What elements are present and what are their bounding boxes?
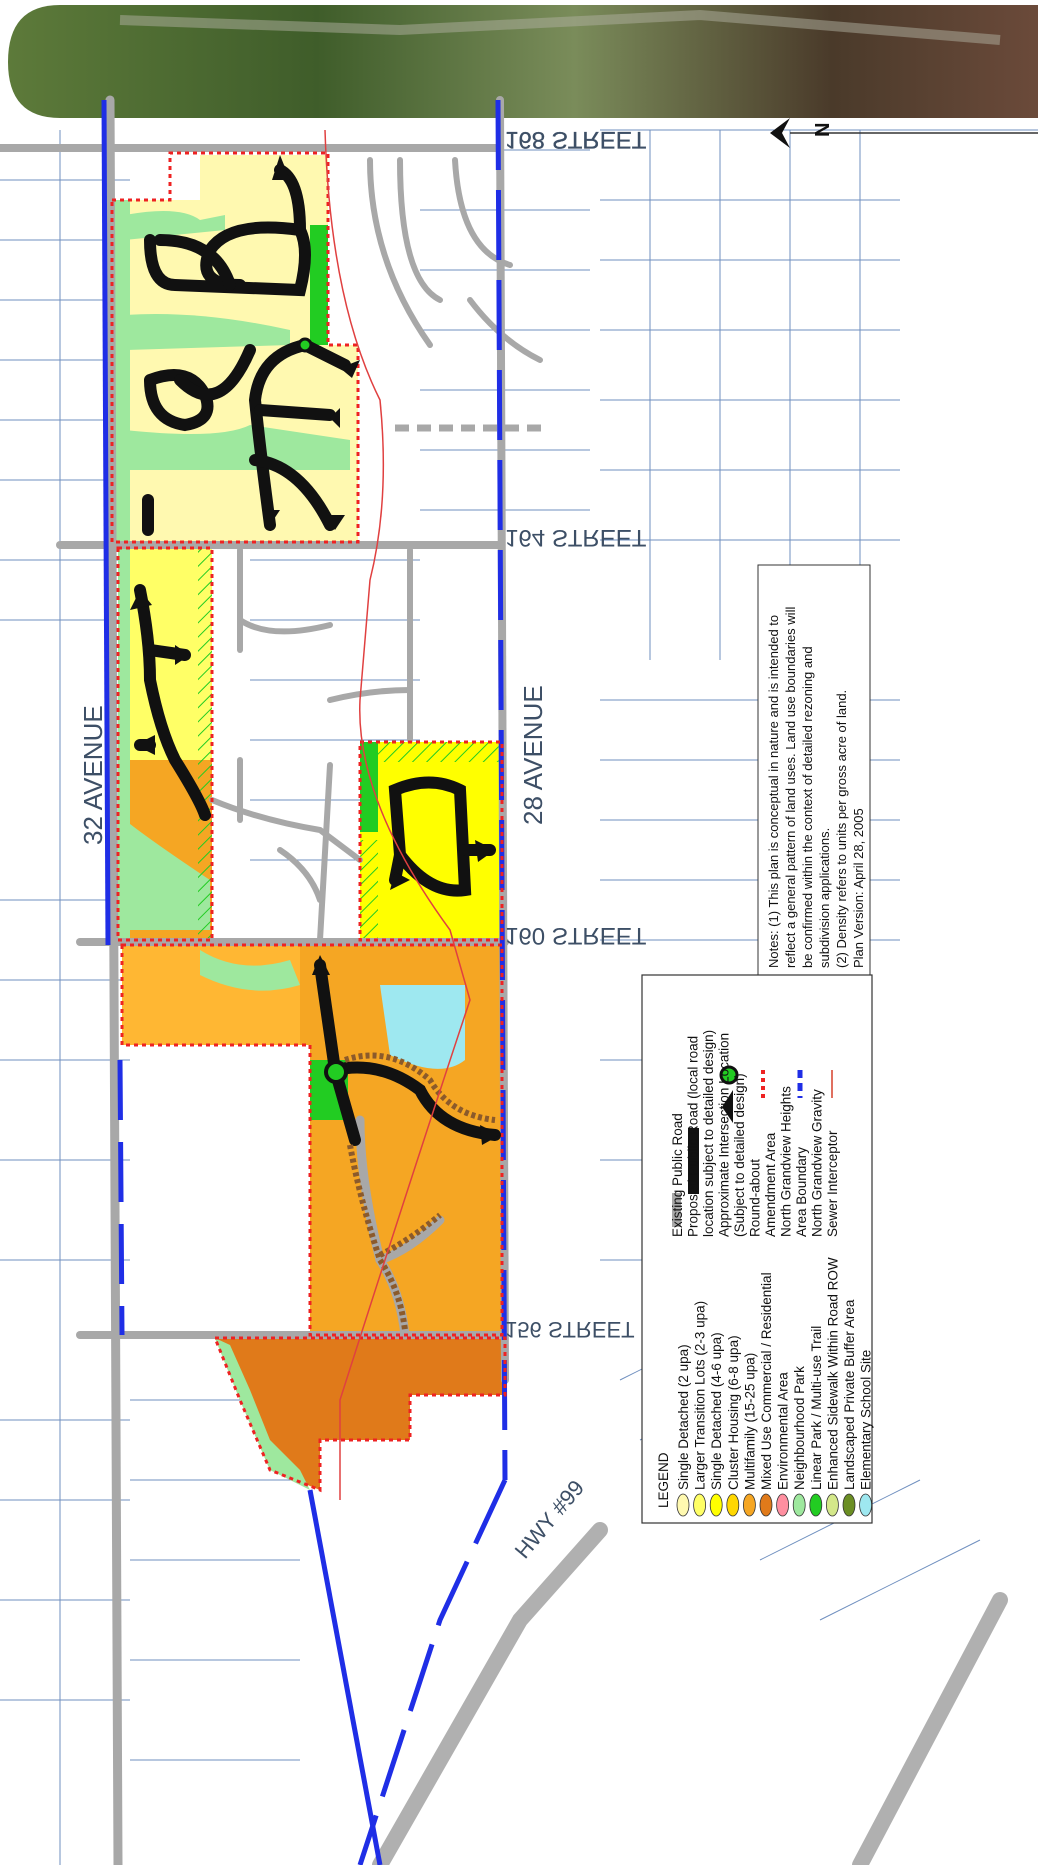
roundabout-icon: [297, 337, 313, 353]
legend-swatch: [826, 1493, 839, 1517]
legend-swatch: [759, 1493, 773, 1517]
svg-text:N: N: [812, 123, 834, 137]
legend-box: LEGEND Single Detached (2 upa)Larger Tra…: [641, 974, 874, 1524]
street-label-168-street: 168 STREET: [505, 126, 647, 153]
legend-label: Elementary School Site: [859, 1350, 874, 1490]
note-line-1: Notes: (1) This plan is conceptual in na…: [766, 615, 781, 968]
legend-title: LEGEND: [656, 1452, 671, 1508]
legend-swatch: [809, 1493, 823, 1517]
legend-line-label: Proposed Public Road (local road: [686, 1036, 701, 1237]
legend-label: Landscaped Private Buffer Area: [842, 1299, 857, 1490]
intersection-arrows: [130, 155, 500, 1145]
legend-swatch: [676, 1493, 690, 1517]
zone-single-detached-4-6upa: [360, 742, 502, 940]
street-label-28-avenue: 28 AVENUE: [518, 685, 548, 825]
legend-label: Single Detached (4-6 upa): [709, 1332, 724, 1490]
note-line-4: subdivision applications.: [817, 828, 832, 968]
legend-swatch: [792, 1493, 806, 1517]
street-label-164-street: 164 STREET: [505, 524, 647, 551]
area-boundary: [101, 99, 508, 1865]
legend-swatch: [859, 1493, 872, 1517]
street-label-32-avenue: 32 AVENUE: [78, 705, 108, 845]
legend-label: Mixed Use Commercial / Residential: [759, 1272, 774, 1490]
notes-box: Notes: (1) This plan is conceptual in na…: [757, 564, 871, 976]
proposed-roads: [134, 164, 501, 1146]
proposed-road-buffers: [344, 1052, 496, 1331]
legend-label: Neighbourhood Park: [792, 1366, 807, 1490]
amendment-area: [110, 151, 507, 1493]
legend-line-label: North Grandview Heights: [779, 1086, 794, 1237]
legend-line-label: Area Boundary: [794, 1147, 809, 1237]
note-line-6: Plan Version: April 28, 2005: [851, 808, 866, 968]
legend-label: Multifamily (15-25 upa): [742, 1353, 757, 1490]
legend-line-label: Approximate Intersection Location: [717, 1033, 732, 1237]
legend-swatch: [776, 1493, 789, 1517]
legend-line-label: Sewer Interceptor: [825, 1130, 840, 1237]
legend-label: Environmental Area: [776, 1372, 791, 1490]
legend-label: Larger Transition Lots (2-3 upa): [693, 1301, 708, 1490]
legend-line-label: North Grandview Gravity: [810, 1089, 825, 1237]
sewer-interceptor: [324, 129, 471, 1500]
roundabout-icon: [324, 1060, 348, 1084]
legend-line-label: location subject to detailed design): [701, 1030, 716, 1237]
land-use-zones: [112, 155, 505, 1490]
legend-line-label: Amendment Area: [763, 1132, 778, 1237]
legend-label: Linear Park / Multi-use Trail: [809, 1326, 824, 1490]
street-label-156-street: 156 STREET: [505, 1317, 635, 1342]
legend-line-label: Existing Public Road: [670, 1113, 685, 1237]
legend-line-label: Round-about: [748, 1159, 763, 1237]
legend-label: Cluster Housing (6-8 upa): [726, 1335, 741, 1490]
note-line-2: reflect a general pattern of land uses. …: [783, 607, 798, 968]
legend-label: Enhanced Sidewalk Within Road ROW: [825, 1257, 840, 1490]
street-label-160-street: 160 STREET: [505, 922, 647, 949]
note-line-3: be confirmed within the context of detai…: [800, 646, 815, 968]
aerial-photo-banner: [8, 5, 1038, 118]
north-arrow-icon: N: [770, 118, 1038, 148]
legend-swatch: [709, 1493, 723, 1517]
legend-line-label: (Subject to detailed design): [732, 1073, 747, 1237]
legend-swatch: [842, 1493, 856, 1517]
zone-mixed-use: [215, 1338, 505, 1490]
legend-swatch: [693, 1493, 706, 1517]
legend-line-symbols: [672, 1065, 833, 1227]
legend-swatch: [743, 1493, 756, 1517]
legend-swatch: [726, 1493, 740, 1517]
note-line-5: (2) Density refers to units per gross ac…: [834, 690, 849, 968]
legend-label: Single Detached (2 upa): [676, 1344, 691, 1490]
